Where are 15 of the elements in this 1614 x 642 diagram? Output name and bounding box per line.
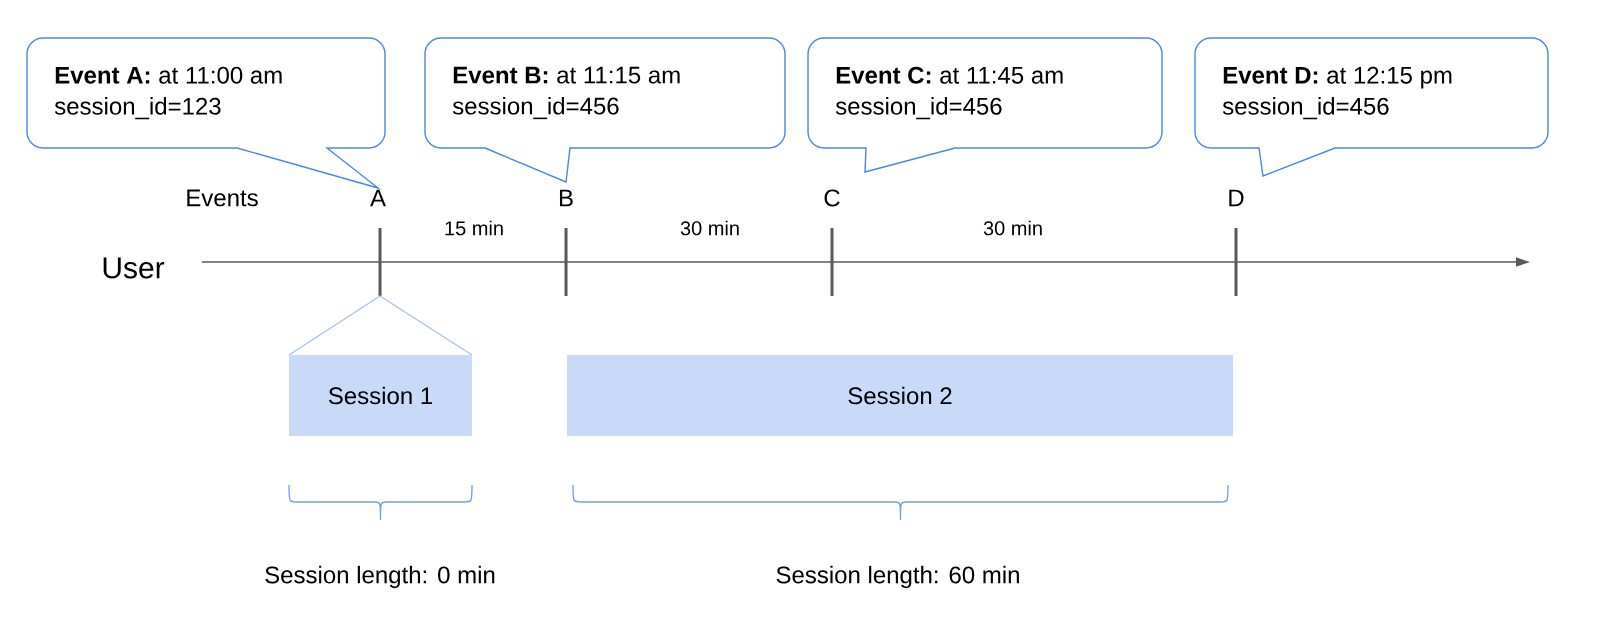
speech-bubble: Event A: at 11:00 am session_id=123	[26, 37, 386, 189]
session-box: Session 2	[567, 355, 1233, 436]
axis-label: User	[103, 257, 165, 279]
interval-label: 30 min	[983, 220, 1042, 236]
interval-label: 30 min	[680, 220, 739, 236]
speech-bubble: Event B: at 11:15 am session_id=456	[424, 37, 786, 183]
speech-bubble: Event D: at 12:15 pm session_id=456	[1194, 37, 1549, 177]
speech-bubble: Event C: at 11:45 am session_id=456	[807, 37, 1163, 173]
session-length-label: Session length: 60 min	[776, 565, 1019, 589]
event-letter: C	[824, 189, 840, 207]
session-length-label: Session length: 0 min	[265, 565, 495, 589]
event-letter: D	[1229, 189, 1244, 207]
session-box: Session 1	[289, 355, 472, 436]
event-letter: A	[370, 189, 386, 207]
interval-label: 15 min	[445, 220, 503, 236]
